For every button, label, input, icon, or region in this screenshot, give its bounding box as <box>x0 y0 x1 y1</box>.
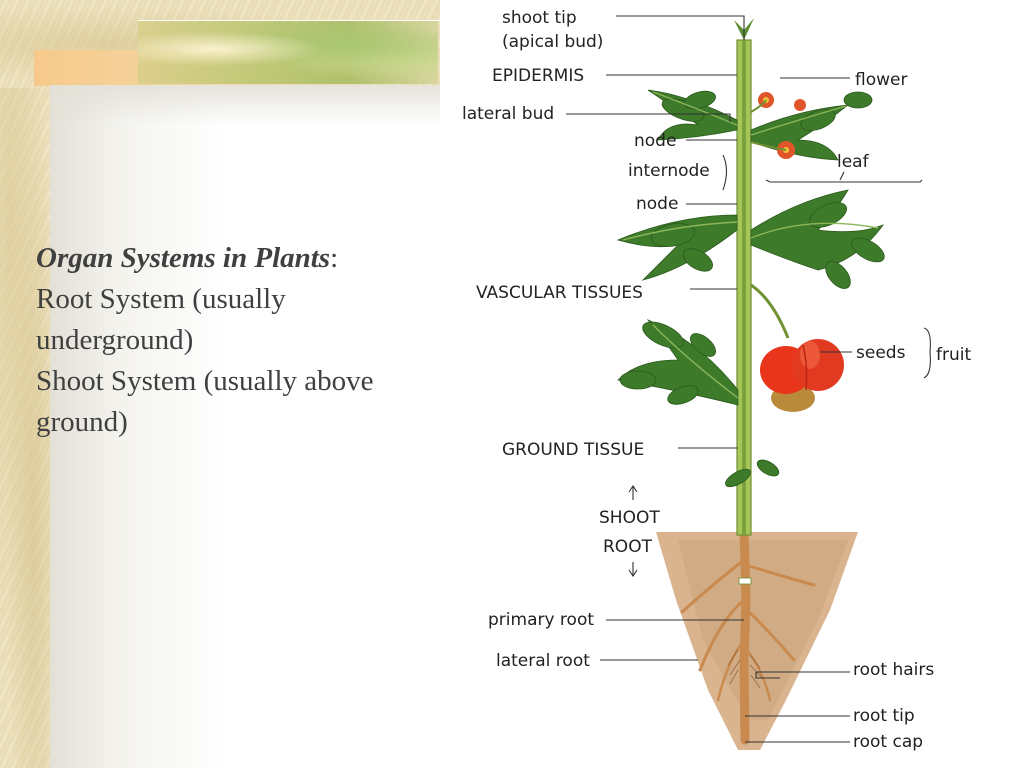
slide-text: Organ Systems in Plants: Root System (us… <box>36 238 436 443</box>
vascular-strand <box>742 40 746 535</box>
label-seeds: seeds <box>856 343 906 363</box>
label-shoot-tip: shoot tip <box>502 8 577 28</box>
label-lateral-bud: lateral bud <box>462 104 554 124</box>
leaf-veins <box>622 91 879 399</box>
label-root-tip: root tip <box>853 706 915 726</box>
flowers-graphic <box>750 92 806 159</box>
label-flower: flower <box>855 70 907 90</box>
title-colon: : <box>330 242 339 274</box>
label-node-top: node <box>634 131 676 151</box>
label-node-bottom: node <box>636 194 678 214</box>
label-apical-bud: (apical bud) <box>502 32 603 52</box>
plant-diagram: shoot tip (apical bud) EPIDERMIS lateral… <box>462 8 971 752</box>
label-root-hairs: root hairs <box>853 660 934 680</box>
label-leaf: leaf <box>837 152 870 172</box>
root-system-graphic <box>680 525 816 745</box>
label-primary-root: primary root <box>488 610 594 630</box>
label-shoot: SHOOT <box>599 508 660 528</box>
label-fruit: fruit <box>936 345 971 365</box>
photo-border-line <box>138 20 440 21</box>
root-system-line-2: underground) <box>36 324 194 356</box>
root-system-line-1: Root System (usually <box>36 283 286 315</box>
label-epidermis: EPIDERMIS <box>492 66 584 86</box>
label-ground-tissue: GROUND TISSUE <box>502 440 644 460</box>
slide-title: Organ Systems in Plants <box>36 242 331 274</box>
background-fade <box>50 85 440 768</box>
heading-line: Organ Systems in Plants: <box>36 238 436 279</box>
stem-root-junction <box>738 577 752 585</box>
label-vascular-tissues: VASCULAR TISSUES <box>476 283 643 303</box>
soil-shading <box>678 540 848 720</box>
label-root: ROOT <box>603 537 653 557</box>
leader-lines <box>566 15 931 743</box>
parchment-strip-left <box>0 0 56 768</box>
shoot-system-line-1: Shoot System (usually above <box>36 365 374 397</box>
decorative-leaf-photo <box>138 20 438 84</box>
label-internode: internode <box>628 161 710 181</box>
fruit-graphic <box>750 283 844 412</box>
background-fade-top <box>50 85 440 125</box>
shoot-system-line-2: ground) <box>36 406 128 438</box>
label-root-cap: root cap <box>853 732 923 752</box>
leaves-graphic <box>616 89 885 488</box>
label-lateral-root: lateral root <box>496 651 590 671</box>
